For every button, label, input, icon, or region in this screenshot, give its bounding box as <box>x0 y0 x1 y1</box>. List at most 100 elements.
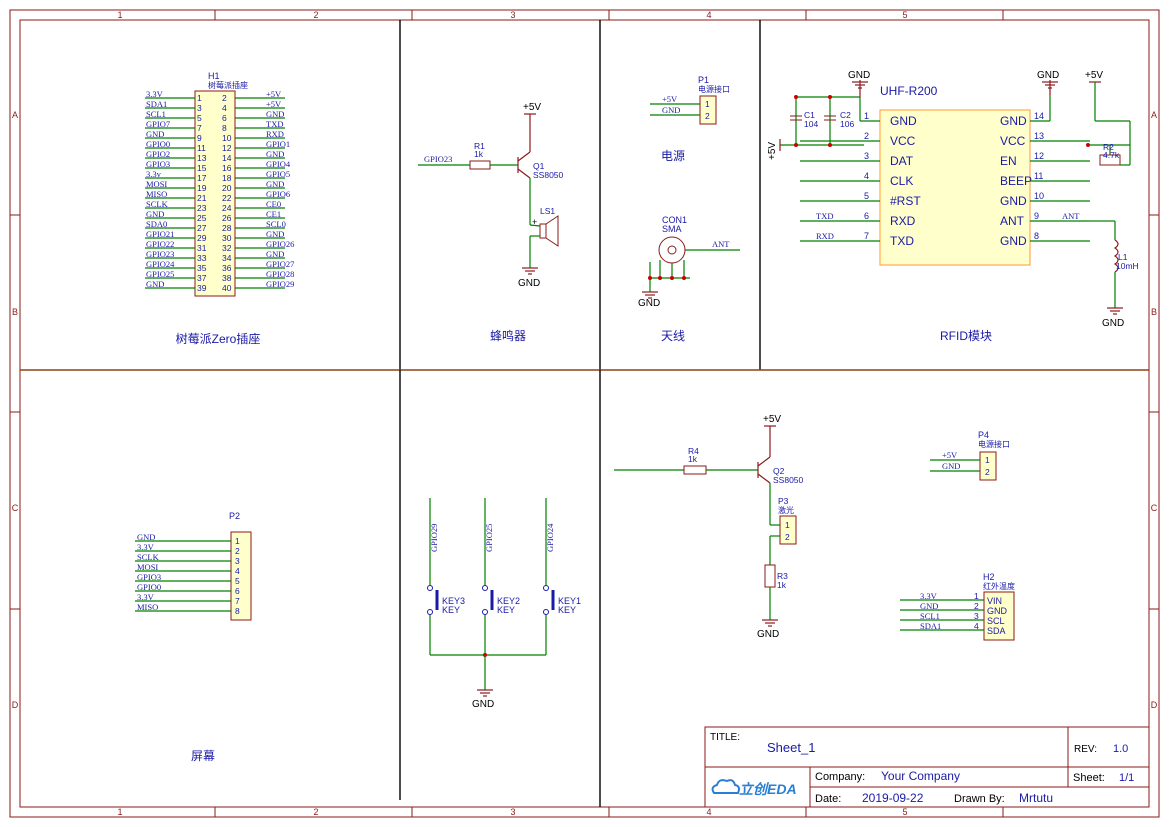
p2-body <box>230 531 252 621</box>
p2-net: MOSI <box>137 562 158 572</box>
rfid-net-rxd: RXD <box>816 231 834 241</box>
antenna-gnd-label: GND <box>638 298 660 309</box>
p2-pin: 8 <box>235 606 240 616</box>
buzzer-circuit[interactable]: +5V GPIO23 R1 1k Q1 SS8050 LS1 + GND <box>418 102 564 289</box>
h1-left-net: 3.3V <box>146 89 164 99</box>
h1-right-pin: 24 <box>222 203 232 213</box>
ls1-plus: + <box>532 217 537 227</box>
frame-row-label: B <box>12 307 18 317</box>
h2-label: GND <box>987 606 1008 616</box>
frame-col-label: 5 <box>902 807 907 817</box>
h1-right-net: GND <box>266 229 284 239</box>
p3-name: 激光 <box>778 505 794 515</box>
key-val: KEY <box>497 605 515 615</box>
gnd-icon <box>477 689 493 697</box>
section-title-rfid: RFID模块 <box>940 329 992 343</box>
h1-right-net: GND <box>266 249 284 259</box>
buzzer-gnd-label: GND <box>518 278 540 289</box>
rfid-right-label: GND <box>1000 114 1027 128</box>
h2-body <box>983 591 1015 641</box>
rfid-left-pin: 7 <box>864 231 869 241</box>
date-value: 2019-09-22 <box>862 791 924 805</box>
sma-antenna[interactable]: CON1 SMA ANT GND <box>638 215 740 309</box>
key-contact <box>482 585 488 591</box>
frame-row-label: C <box>1151 503 1158 513</box>
h1-left-net: GPIO23 <box>146 249 174 259</box>
h1-left-net: GND <box>146 129 164 139</box>
key-contact <box>427 609 433 615</box>
h1-right-net: GPIO27 <box>266 259 294 269</box>
company-label: Company: <box>815 771 865 783</box>
q2-ref: Q2 <box>773 466 785 476</box>
h1-ref: H1 <box>208 71 220 81</box>
con1-name: SMA <box>662 224 682 234</box>
h1-left-net: GND <box>146 279 164 289</box>
rfid-right-pin: 14 <box>1034 111 1044 121</box>
p1-connector[interactable]: P1 电源接口 +5V GND 1 2 <box>650 75 730 125</box>
title-value: Sheet_1 <box>767 740 815 755</box>
p2-pin: 2 <box>235 546 240 556</box>
frame-col-label: 5 <box>902 10 907 20</box>
r4-val: 1k <box>688 454 698 464</box>
r2-val: 4.7k <box>1103 150 1120 160</box>
rfid-right-pin: 8 <box>1034 231 1039 241</box>
frame-row-label: A <box>1151 110 1157 120</box>
key-net-label: GPIO25 <box>484 524 494 552</box>
h1-left-pin: 5 <box>197 113 202 123</box>
key-ref: KEY1 <box>558 596 581 606</box>
section-title-buzzer: 蜂鸣器 <box>490 328 526 343</box>
key-net-label: GPIO24 <box>545 523 555 552</box>
rfid-right-label: EN <box>1000 154 1017 168</box>
laser-circuit[interactable]: +5V R4 1k Q2 SS8050 P3 激光 1 2 R3 1k GND <box>614 414 804 640</box>
h1-left-net: SCLK <box>146 199 169 209</box>
rfid-left-label: #RST <box>890 194 921 208</box>
h1-right-pin: 2 <box>222 93 227 103</box>
keys-circuit[interactable]: GPIO29KEY3KEYGPIO25KEY2KEYGPIO24KEY1KEY … <box>427 498 582 710</box>
h1-left-pin: 39 <box>197 283 207 293</box>
p1-net-1: +5V <box>662 94 678 104</box>
h1-left-net: SDA0 <box>146 219 167 229</box>
p2-pin: 3 <box>235 556 240 566</box>
rfid-right-pin: 11 <box>1034 171 1043 181</box>
p1-pin-2: 2 <box>705 111 710 121</box>
h2-label: SDA <box>987 626 1006 636</box>
h1-right-net: GPIO4 <box>266 159 291 169</box>
p3-ref: P3 <box>778 496 789 506</box>
p3-pin-2: 2 <box>785 532 790 542</box>
h1-right-net: CE1 <box>266 209 281 219</box>
frame-row-label: B <box>1151 307 1157 317</box>
rev-value: 1.0 <box>1113 743 1128 755</box>
c1-val: 104 <box>804 119 818 129</box>
h1-left-net: GPIO7 <box>146 119 170 129</box>
h1-left-net: GND <box>146 209 164 219</box>
h1-right-pin: 28 <box>222 223 232 233</box>
p4-net-1: +5V <box>942 450 958 460</box>
h1-left-pin: 11 <box>197 143 206 153</box>
rfid-body <box>879 109 1031 266</box>
rfid-right-label: VCC <box>1000 134 1026 148</box>
c2-val: 106 <box>840 119 854 129</box>
h1-left-pin: 15 <box>197 163 207 173</box>
h1-left-net: 3.3v <box>146 169 162 179</box>
h1-right-net: GPIO29 <box>266 279 294 289</box>
rfid-left-pin: 4 <box>864 171 869 181</box>
key-val: KEY <box>442 605 460 615</box>
h1-right-pin: 20 <box>222 183 232 193</box>
date-label: Date: <box>815 793 841 805</box>
p4-connector[interactable]: P4 电源接口 +5V GND 1 2 <box>930 430 1010 481</box>
p2-pin: 5 <box>235 576 240 586</box>
h1-right-pin: 26 <box>222 213 232 223</box>
gnd-icon <box>1042 81 1058 89</box>
h1-right-pin: 22 <box>222 193 232 203</box>
rfid-left-pin: 5 <box>864 191 869 201</box>
h1-left-pin: 27 <box>197 223 207 233</box>
h1-right-pin: 36 <box>222 263 232 273</box>
rfid-vcc-left: +5V <box>767 142 778 160</box>
h1-left-pin: 23 <box>197 203 207 213</box>
h1-left-net: GPIO3 <box>146 159 170 169</box>
